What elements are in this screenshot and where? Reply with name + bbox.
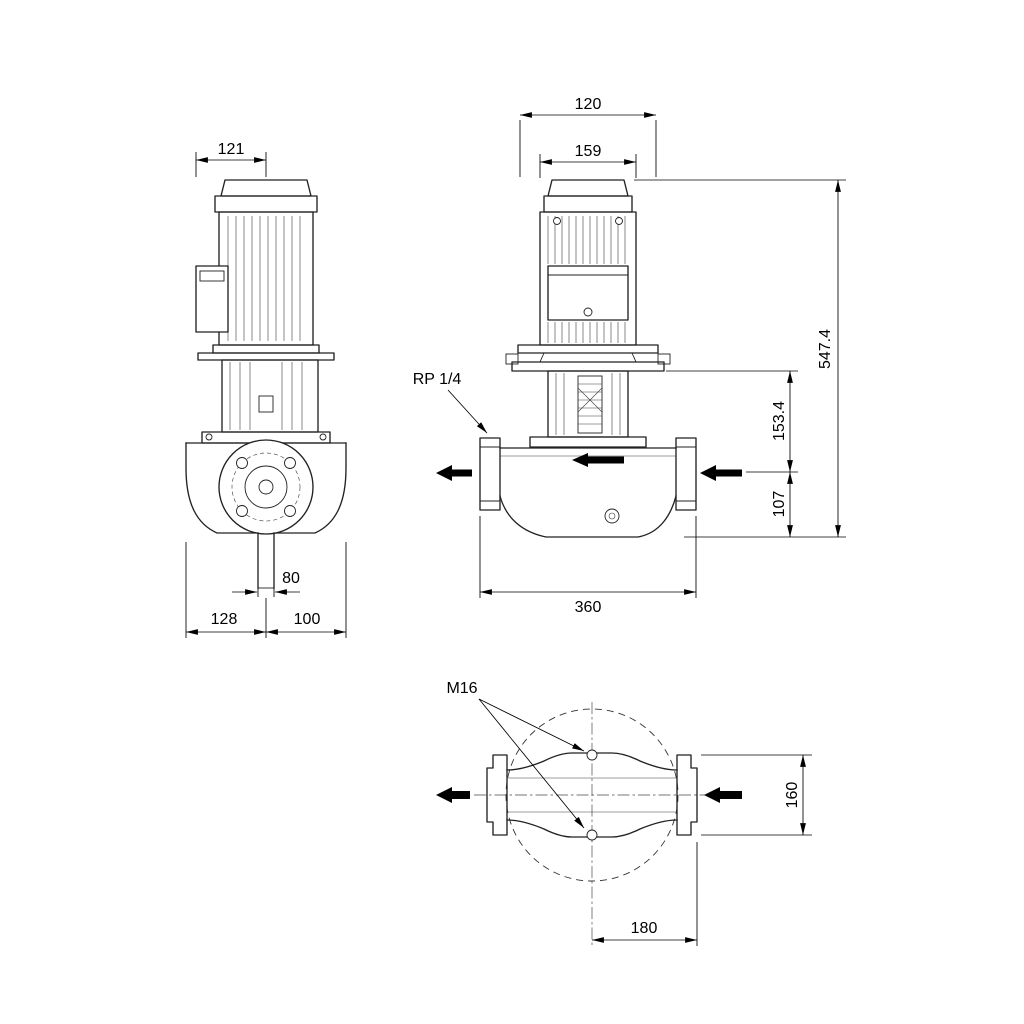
dim-value-128: 128	[211, 611, 238, 628]
motor-body	[218, 211, 314, 346]
motor-stool-plate	[197, 352, 335, 361]
motor-cap	[220, 179, 312, 197]
leader-line	[478, 698, 585, 829]
terminal-box	[195, 265, 229, 333]
volute-belly	[499, 495, 677, 538]
label-rp14: RP 1/4	[413, 371, 462, 388]
m16-tapped-hole	[586, 829, 598, 841]
side-view: 121	[185, 141, 347, 638]
seal-cross	[577, 387, 603, 413]
discharge-flange	[479, 437, 501, 511]
terminal-box-front	[547, 265, 629, 321]
left-flange-top-view	[486, 754, 508, 836]
cable-gland	[583, 307, 593, 317]
flow-arrow-top-left-icon	[436, 787, 470, 803]
motor-flange	[212, 344, 320, 354]
casing-left-edge	[185, 442, 259, 534]
terminal-box-lid	[199, 270, 225, 282]
flange-raised-face	[244, 465, 288, 509]
leader-line	[478, 698, 585, 752]
m16-callout: M16	[446, 680, 585, 829]
dim-value-159: 159	[575, 143, 602, 160]
drain-plug	[604, 508, 620, 524]
dim-top-center-to-flange: 180	[592, 842, 698, 946]
cooling-fins-upper	[547, 216, 626, 264]
label-m16: M16	[446, 680, 477, 697]
dim-value-360: 360	[575, 599, 602, 616]
front-view: 120 159	[413, 96, 846, 616]
flange-bolt-hole	[236, 457, 248, 469]
bolt-circle	[231, 452, 301, 522]
side-motor	[195, 179, 335, 361]
dim-front-top-width: 120	[519, 96, 657, 177]
motor-cap	[547, 179, 629, 197]
flange-bolt-hole	[284, 505, 296, 517]
dim-value-120: 120	[575, 96, 602, 113]
dim-front-port-height: 107	[746, 471, 798, 537]
flange-bolt-hole	[236, 505, 248, 517]
lantern-body	[547, 370, 629, 438]
lantern-ribs	[555, 373, 621, 435]
suction-flange	[675, 437, 697, 511]
motor-flange	[517, 344, 659, 354]
dim-side-base: 128 100	[185, 542, 347, 638]
side-lantern	[201, 359, 331, 444]
dim-value-153-4: 153.4	[771, 401, 788, 441]
stool-leg	[631, 352, 637, 363]
front-motor	[505, 179, 671, 372]
seal-stack-lines	[578, 383, 602, 425]
dim-side-port: 80	[232, 570, 300, 597]
dim-value-180: 180	[631, 920, 658, 937]
flange-bore	[258, 479, 274, 495]
dim-value-100: 100	[294, 611, 321, 628]
stool-leg	[539, 352, 545, 363]
dim-side-top-width: 121	[195, 141, 267, 177]
eye-bolt	[615, 217, 623, 225]
dim-front-total-width: 360	[479, 516, 697, 616]
dim-value-121: 121	[218, 141, 245, 158]
gauge-port-callout: RP 1/4	[413, 371, 488, 434]
motor-outline-phantom	[505, 708, 679, 882]
front-volute	[479, 437, 697, 538]
flange-bolt-hole	[284, 457, 296, 469]
coupling-window	[258, 395, 274, 413]
dim-value-107: 107	[771, 491, 788, 518]
front-lantern	[529, 370, 647, 448]
cooling-fins-lower	[547, 322, 626, 343]
top-casing	[486, 749, 698, 841]
top-view: M16 160 180	[436, 680, 812, 946]
leader-line	[447, 389, 488, 434]
port-flange-face	[218, 439, 314, 535]
m16-tapped-hole	[586, 749, 598, 761]
dim-front-motor-width: 159	[539, 143, 637, 178]
flow-arrow-right-icon	[700, 465, 742, 481]
right-flange-top-view	[676, 754, 698, 836]
shaft-seal-stack	[577, 375, 603, 434]
dim-value-80: 80	[282, 570, 300, 587]
dim-top-casing-height: 160	[701, 754, 812, 836]
eye-bolt	[553, 217, 561, 225]
casing-right-edge	[273, 442, 347, 534]
lantern-ribs	[229, 362, 303, 430]
flow-arrow-inline-icon	[572, 453, 624, 467]
stool-base-plate	[511, 361, 665, 372]
dim-front-upper-height: 153.4	[666, 370, 798, 472]
dim-value-547-4: 547.4	[817, 329, 834, 369]
fan-cover	[543, 195, 633, 213]
flow-arrow-top-right-icon	[704, 787, 742, 803]
side-volute	[185, 439, 347, 589]
dim-front-total-height: 547.4	[634, 179, 846, 538]
bolt-head	[319, 433, 327, 441]
cooling-fins	[227, 216, 301, 341]
fan-cover	[214, 195, 318, 213]
bolt-head	[205, 433, 213, 441]
drain-plug-center	[608, 512, 616, 520]
flow-arrow-left-icon	[436, 465, 472, 481]
seal-cover-plate	[529, 436, 647, 448]
dim-value-160: 160	[784, 782, 801, 809]
